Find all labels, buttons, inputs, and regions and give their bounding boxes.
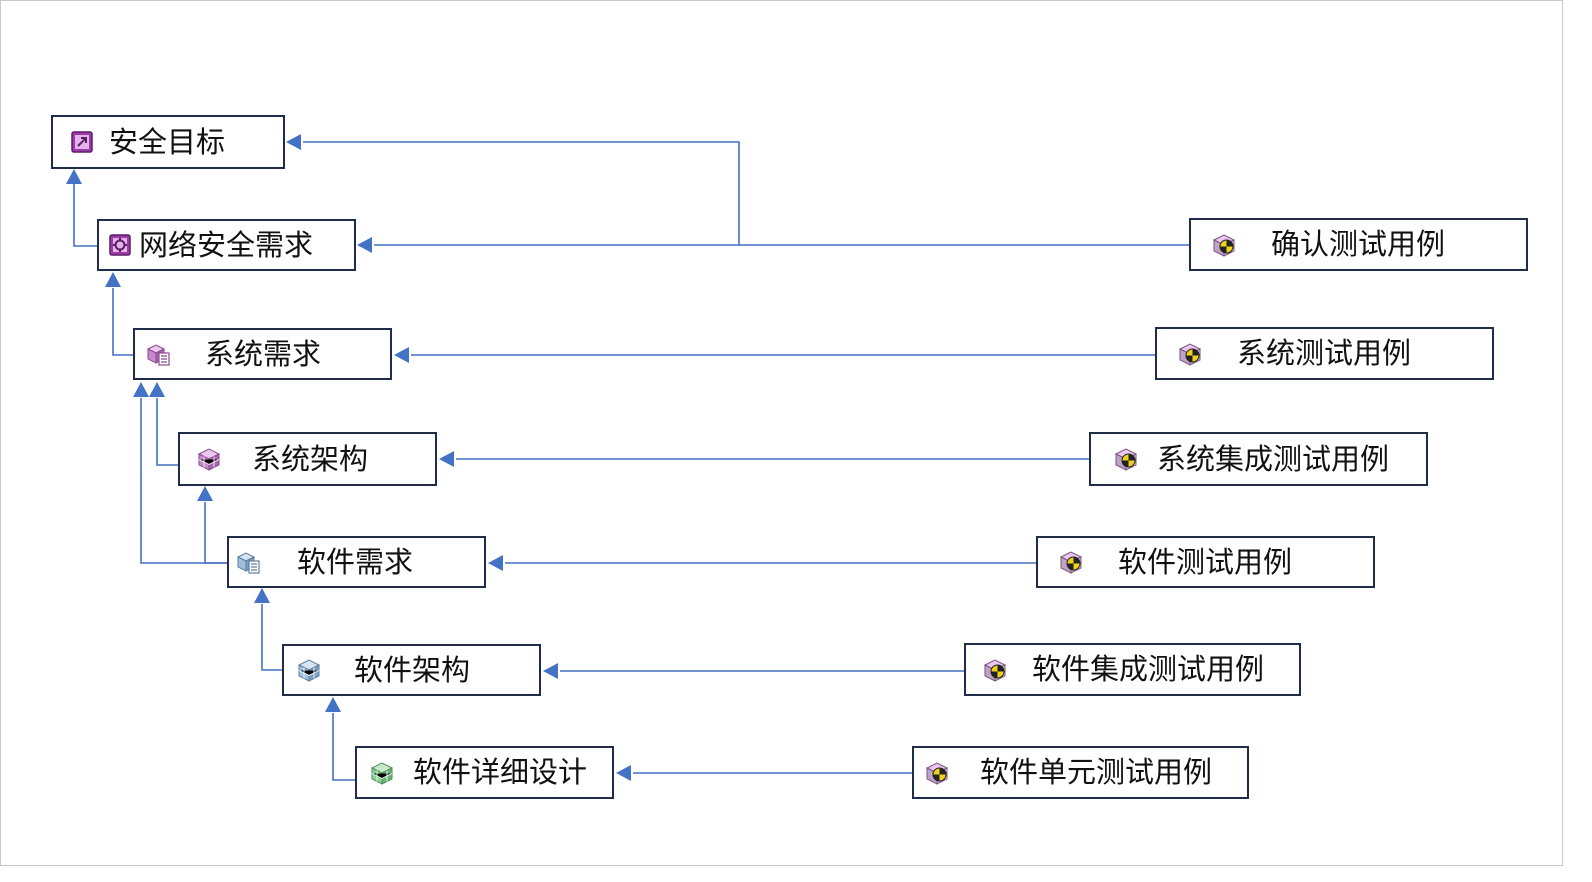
requirement-cube-icon <box>146 344 170 366</box>
arrowhead-left <box>616 765 631 781</box>
node-software-requirement[interactable]: 软件需求 <box>227 536 486 588</box>
arrowhead-up <box>325 697 341 712</box>
arrowhead-left <box>488 555 503 571</box>
arrowhead-left <box>543 663 558 679</box>
node-label: 网络安全需求 <box>139 227 314 262</box>
node-system-integration-test-case[interactable]: 系统集成测试用例 <box>1089 432 1428 486</box>
arrowhead-left <box>394 347 409 363</box>
architecture-cube-icon <box>297 659 321 682</box>
test-case-icon <box>1212 233 1236 257</box>
trace-link-software-req-to-system-req <box>140 398 227 564</box>
node-label: 系统需求 <box>205 336 322 371</box>
test-case-icon <box>1178 342 1202 366</box>
node-label: 软件架构 <box>354 652 471 687</box>
node-software-unit-test-case[interactable]: 软件单元测试用例 <box>912 746 1249 799</box>
node-system-requirement[interactable]: 系统需求 <box>133 328 392 380</box>
arrowhead-left <box>357 237 372 253</box>
arrowhead-left <box>439 451 454 467</box>
node-label: 系统架构 <box>252 441 369 476</box>
package-icon <box>71 131 93 153</box>
arrowhead-up <box>149 382 165 397</box>
node-software-integration-test-case[interactable]: 软件集成测试用例 <box>964 643 1301 696</box>
node-system-architecture[interactable]: 系统架构 <box>178 432 437 486</box>
verify-link-validation-to-safety-goal <box>303 141 740 245</box>
node-label: 系统集成测试用例 <box>1157 441 1390 476</box>
arrowhead-up <box>133 382 149 397</box>
trace-link-detail-design-to-software-arch <box>332 713 355 781</box>
node-label: 软件单元测试用例 <box>980 755 1213 789</box>
trace-link-system-req-to-cybersecurity <box>112 288 133 356</box>
architecture-cube-icon <box>197 448 221 471</box>
trace-link-software-arch-to-software-req <box>261 604 282 671</box>
arrowhead-left <box>286 134 301 150</box>
test-case-icon <box>1059 551 1083 574</box>
design-cube-icon <box>370 761 394 785</box>
node-software-architecture[interactable]: 软件架构 <box>282 644 541 696</box>
node-label: 软件需求 <box>297 544 414 579</box>
trace-link-cybersecurity-to-safety-goal <box>73 184 97 247</box>
test-case-icon <box>983 658 1007 682</box>
node-label: 软件详细设计 <box>413 755 588 789</box>
node-cybersecurity-requirement[interactable]: 网络安全需求 <box>97 219 356 271</box>
requirement-cube-icon <box>236 552 260 574</box>
node-software-test-case[interactable]: 软件测试用例 <box>1036 536 1375 588</box>
arrowhead-up <box>197 486 213 501</box>
node-software-detailed-design[interactable]: 软件详细设计 <box>355 746 614 799</box>
node-label: 软件集成测试用例 <box>1032 652 1265 686</box>
node-label: 系统测试用例 <box>1237 336 1412 370</box>
trace-link-software-req-to-system-arch <box>204 502 227 564</box>
arrowhead-up <box>254 588 270 603</box>
security-package-icon <box>109 234 131 256</box>
node-label: 软件测试用例 <box>1118 544 1293 579</box>
test-case-icon <box>1114 448 1138 471</box>
node-system-test-case[interactable]: 系统测试用例 <box>1155 327 1494 380</box>
arrowhead-up <box>66 169 82 184</box>
test-case-icon <box>925 761 949 785</box>
node-validation-test-case[interactable]: 确认测试用例 <box>1189 218 1528 271</box>
trace-link-system-arch-to-system-req <box>156 398 178 466</box>
node-safety-goal[interactable]: 安全目标 <box>51 115 285 169</box>
arrowhead-up <box>105 272 121 287</box>
node-label: 安全目标 <box>109 124 226 159</box>
node-label: 确认测试用例 <box>1271 227 1446 261</box>
